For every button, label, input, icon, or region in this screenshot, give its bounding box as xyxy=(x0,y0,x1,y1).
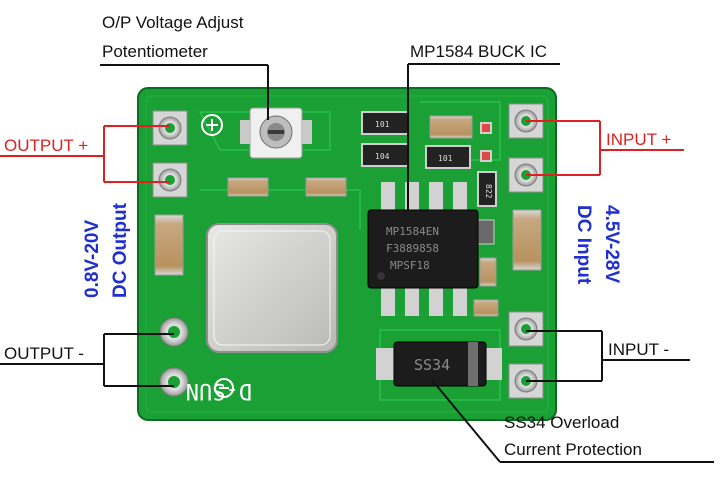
label-diode-line1: SS34 Overload xyxy=(504,413,619,432)
pad-output-minus-2 xyxy=(159,367,189,397)
plus-silkscreen-icon xyxy=(201,114,223,136)
potentiometer xyxy=(240,107,312,159)
small-led-top xyxy=(480,122,492,134)
leader-potentiometer xyxy=(100,64,269,120)
label-output-plus: OUTPUT + xyxy=(4,136,88,155)
label-output-range-line1: 0.8V-20V xyxy=(82,220,103,298)
label-buck-ic: MP1584 BUCK IC xyxy=(410,42,547,61)
leader-input-plus xyxy=(526,120,684,176)
ic-marking-line1: MP1584EN xyxy=(386,225,439,238)
svg-text:SS34: SS34 xyxy=(414,356,450,374)
capacitor-left-vertical xyxy=(154,214,184,276)
leader-input-minus xyxy=(526,330,690,382)
label-output-minus: OUTPUT - xyxy=(4,344,84,363)
small-smd-right-1 xyxy=(477,219,495,245)
label-input-range-line2: DC Input xyxy=(573,205,594,285)
ss34-diode: SS34 xyxy=(376,341,502,387)
small-resistor-left-1 xyxy=(227,177,269,197)
ic-marking-line2: F3889858 xyxy=(386,242,439,255)
label-potentiometer-line2: Potentiometer xyxy=(102,42,208,61)
resistor-822: 822 xyxy=(477,171,497,207)
svg-text:101: 101 xyxy=(438,154,453,163)
pad-input-minus-1 xyxy=(508,311,544,347)
label-output-range-line2: DC Output xyxy=(110,202,131,298)
small-led-bottom xyxy=(480,150,492,162)
leader-output-plus xyxy=(0,125,170,183)
capacitor-upper-right xyxy=(429,115,473,139)
small-smd-right-3 xyxy=(473,299,499,317)
svg-text:822: 822 xyxy=(484,184,493,199)
leader-output-minus xyxy=(0,333,174,387)
label-input-plus: INPUT + xyxy=(606,130,671,149)
capacitor-right-vertical xyxy=(512,209,542,271)
pad-output-plus-2 xyxy=(152,162,188,198)
label-potentiometer-line1: O/P Voltage Adjust xyxy=(102,13,244,32)
svg-text:104: 104 xyxy=(375,152,390,161)
resistor-104: 104 xyxy=(361,143,409,167)
resistor-101-top: 101 xyxy=(361,111,409,135)
small-smd-right-2 xyxy=(479,257,497,287)
ic-marking-line3: MPSF18 xyxy=(390,259,430,272)
resistor-101b: 101 xyxy=(425,145,471,169)
label-input-minus: INPUT - xyxy=(608,340,669,359)
label-input-range-line1: 4.5V-28V xyxy=(601,205,622,283)
inductor xyxy=(206,223,338,353)
small-resistor-left-2 xyxy=(305,177,347,197)
svg-text:101: 101 xyxy=(375,120,390,129)
leader-diode xyxy=(431,379,714,463)
leader-buck-ic xyxy=(407,63,560,210)
pad-output-plus-1 xyxy=(152,110,188,146)
pad-output-minus-1 xyxy=(159,317,189,347)
label-diode-line2: Current Protection xyxy=(504,440,642,459)
svg-text:D-SUN: D-SUN xyxy=(186,378,252,403)
silkscreen-brand: D-SUN xyxy=(186,378,252,403)
